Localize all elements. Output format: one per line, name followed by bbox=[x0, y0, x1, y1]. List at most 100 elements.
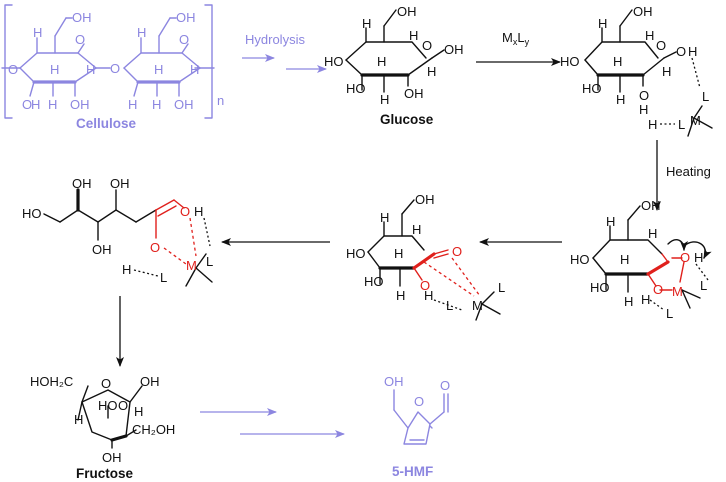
svg-text:HO: HO bbox=[324, 54, 344, 69]
left-bracket bbox=[4, 4, 13, 119]
atom-label: OH bbox=[70, 97, 90, 112]
svg-text:HO: HO bbox=[346, 246, 366, 261]
svg-text:O: O bbox=[180, 204, 190, 219]
atom-label: OH bbox=[72, 10, 92, 25]
svg-text:HO: HO bbox=[590, 280, 610, 295]
svg-text:L: L bbox=[700, 278, 707, 293]
svg-text:O: O bbox=[150, 240, 160, 255]
atom-label: H bbox=[137, 25, 146, 40]
svg-text:H: H bbox=[624, 294, 633, 309]
svg-text:H: H bbox=[620, 252, 629, 267]
heating-label: Heating bbox=[666, 164, 711, 179]
svg-text:M: M bbox=[690, 113, 701, 128]
hmf-atom-labels: OH O O bbox=[384, 374, 450, 409]
svg-text:H: H bbox=[662, 64, 671, 79]
cellulose-structure bbox=[1, 4, 215, 119]
svg-text:L: L bbox=[498, 280, 505, 295]
atom-label: O bbox=[179, 32, 189, 47]
svg-text:H: H bbox=[606, 214, 615, 229]
svg-text:HO: HO bbox=[346, 81, 366, 96]
catalyst-arrow: MxLy bbox=[476, 30, 561, 66]
atom-label: H bbox=[48, 97, 57, 112]
cellulose-label: Cellulose bbox=[76, 116, 137, 131]
open-chain-atom-labels: OH H H O HO H HO O L H H L M bbox=[346, 192, 505, 313]
svg-text:O: O bbox=[653, 282, 663, 297]
catalyst-label: MxLy bbox=[502, 30, 530, 47]
svg-text:H: H bbox=[194, 204, 203, 219]
svg-text:O: O bbox=[676, 44, 686, 59]
svg-text:H: H bbox=[648, 117, 657, 132]
svg-text:H: H bbox=[412, 222, 421, 237]
atom-label: H bbox=[50, 62, 59, 77]
fructose-structure bbox=[77, 385, 143, 449]
open-chain-structure bbox=[367, 199, 501, 321]
complex-atom-labels: OH H H O O H HO H H HO L O H H H L M bbox=[560, 4, 709, 132]
svg-text:H: H bbox=[362, 16, 371, 31]
svg-text:HO: HO bbox=[582, 81, 602, 96]
fructose-atom-labels: HOH₂C O OH HO O H H CH₂OH OH bbox=[30, 374, 175, 465]
svg-text:H: H bbox=[380, 92, 389, 107]
svg-text:H: H bbox=[613, 54, 622, 69]
ts-atom-labels: OH H H HO H O H HO O M L H H L bbox=[570, 198, 707, 321]
hydrolysis-label: Hydrolysis bbox=[245, 32, 305, 47]
svg-text:O: O bbox=[656, 38, 666, 53]
svg-text:H: H bbox=[377, 54, 386, 69]
dehydration-arrows bbox=[200, 408, 345, 438]
atom-label: H bbox=[154, 62, 163, 77]
right-bracket bbox=[204, 4, 213, 119]
svg-text:H: H bbox=[394, 246, 403, 261]
hydrolysis-arrows: Hydrolysis bbox=[242, 32, 327, 73]
svg-text:H: H bbox=[409, 28, 418, 43]
svg-text:O: O bbox=[422, 38, 432, 53]
repeat-unit-label: n bbox=[217, 93, 224, 108]
atom-label: H bbox=[86, 62, 95, 77]
svg-text:H: H bbox=[122, 262, 131, 277]
heating-arrow: Heating bbox=[653, 140, 711, 211]
glucose-atom-labels: OH H H O OH HO H H HO OH H bbox=[324, 4, 464, 107]
svg-text:H: H bbox=[641, 292, 650, 307]
enediol-structure bbox=[43, 188, 213, 287]
ring-opening-structure bbox=[592, 205, 712, 311]
svg-text:OH: OH bbox=[102, 450, 122, 465]
svg-text:OH: OH bbox=[415, 192, 435, 207]
svg-text:OH: OH bbox=[404, 86, 424, 101]
svg-text:H: H bbox=[598, 16, 607, 31]
svg-text:H: H bbox=[427, 64, 436, 79]
svg-text:L: L bbox=[160, 270, 167, 285]
atom-label: O bbox=[8, 62, 18, 77]
svg-text:L: L bbox=[206, 254, 213, 269]
svg-text:H: H bbox=[639, 102, 648, 117]
svg-text:O: O bbox=[680, 250, 690, 265]
svg-text:O: O bbox=[101, 376, 111, 391]
svg-text:O: O bbox=[452, 244, 462, 259]
glucose-label: Glucose bbox=[380, 112, 434, 127]
svg-text:L: L bbox=[446, 298, 453, 313]
svg-text:O: O bbox=[440, 378, 450, 393]
svg-text:H: H bbox=[396, 288, 405, 303]
svg-text:OH: OH bbox=[140, 374, 160, 389]
atom-label: H bbox=[152, 97, 161, 112]
atom-label: H bbox=[128, 97, 137, 112]
svg-text:M: M bbox=[472, 298, 483, 313]
fructose-label: Fructose bbox=[76, 466, 134, 481]
svg-text:L: L bbox=[678, 117, 685, 132]
svg-text:H: H bbox=[424, 288, 433, 303]
cellulose-atom-labels: OH OH H H O O O O H H H H O H H OH H H O… bbox=[8, 10, 224, 112]
atom-label: OH bbox=[174, 97, 194, 112]
svg-text:OH: OH bbox=[72, 176, 92, 191]
svg-text:HO: HO bbox=[98, 398, 118, 413]
svg-text:H: H bbox=[688, 44, 697, 59]
atom-label: H bbox=[33, 25, 42, 40]
enediol-atom-labels: OH OH O H HO OH O L M H L bbox=[22, 176, 213, 285]
svg-text:OH: OH bbox=[397, 4, 417, 19]
svg-text:OH: OH bbox=[633, 4, 653, 19]
glucose-complex-structure bbox=[584, 9, 713, 137]
svg-text:O: O bbox=[118, 398, 128, 413]
svg-text:OH: OH bbox=[110, 176, 130, 191]
svg-text:H: H bbox=[645, 28, 654, 43]
svg-text:HOH₂C: HOH₂C bbox=[30, 374, 73, 389]
hmf-structure bbox=[393, 389, 449, 445]
atom-label: H bbox=[31, 97, 40, 112]
